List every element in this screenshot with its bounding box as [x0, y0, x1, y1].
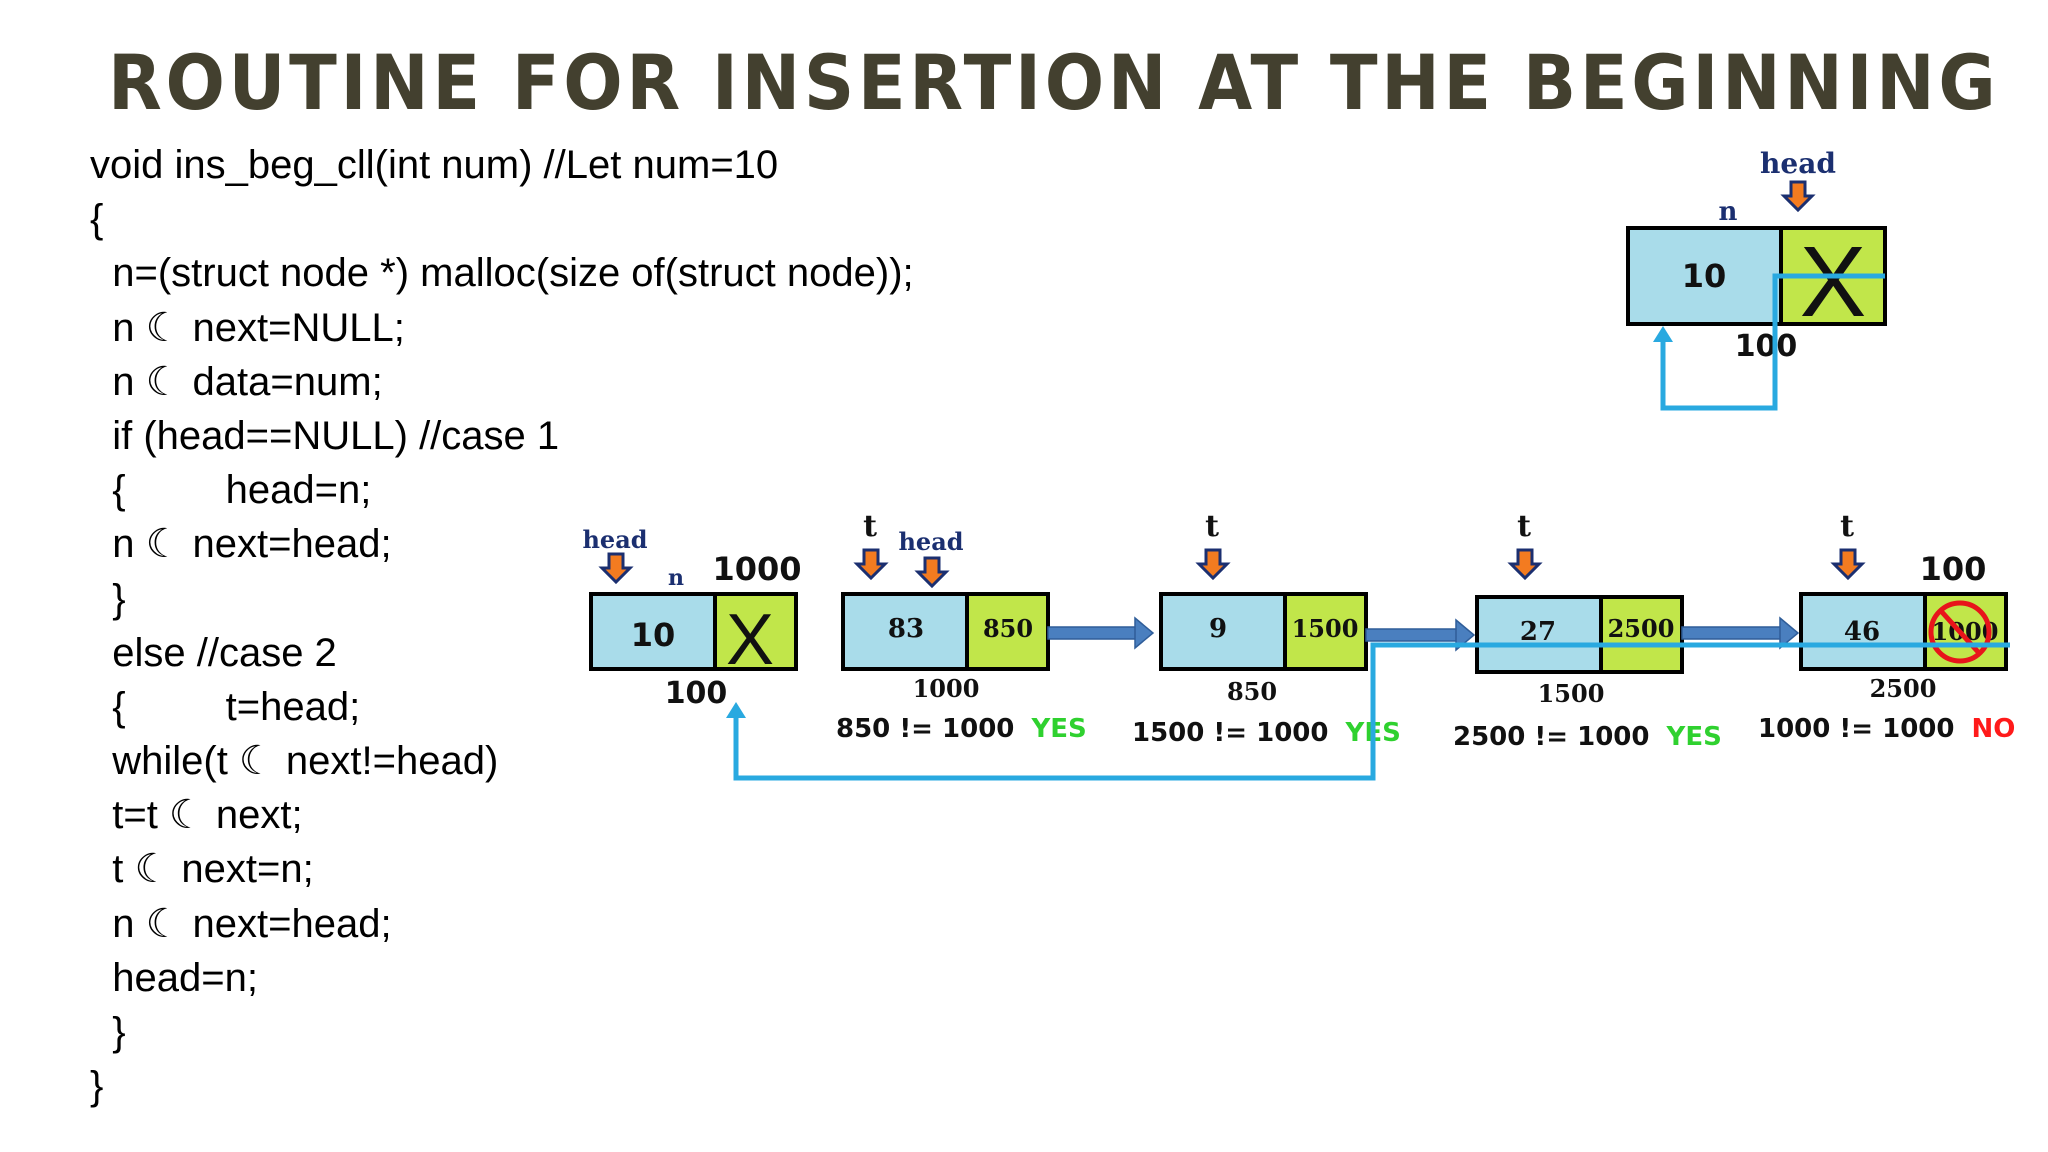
circular-link-line — [733, 642, 2010, 781]
code-line: n ☾ data=num; — [90, 359, 383, 404]
down-arrow-icon — [600, 552, 632, 584]
check-text: 2500 != 1000 — [1453, 722, 1649, 752]
t-pointer-label: t — [1517, 509, 1531, 544]
code-line: while(t ☾ next!=head) — [90, 739, 499, 784]
node-data-cell — [1626, 226, 1783, 326]
check-expression: 1000 != 1000 NO — [1758, 714, 2015, 744]
new-node-data: 10 — [631, 616, 676, 654]
code-line: { t=head; — [90, 684, 361, 729]
down-arrow-icon — [1782, 180, 1814, 212]
check-text: 850 != 1000 — [836, 714, 1014, 744]
down-arrow-icon — [1509, 548, 1541, 580]
head-pointer-label: head — [898, 527, 963, 556]
node-address: 100 — [1735, 329, 1798, 364]
node-next-cell — [713, 592, 798, 671]
node-address-top: 100 — [1920, 550, 1987, 588]
node-data-cell — [1799, 592, 1927, 671]
code-line: n ☾ next=head; — [90, 522, 392, 567]
node-next-value: 1500 — [1292, 614, 1359, 643]
code-line: t ☾ next=n; — [90, 847, 314, 892]
new-node-n-label: n — [668, 565, 684, 591]
new-node-head-label: head — [582, 525, 647, 554]
code-line: } — [90, 1010, 126, 1054]
new-node-address: 100 — [665, 676, 728, 711]
node-next-value: 2500 — [1608, 614, 1675, 643]
node-next-cell — [1599, 595, 1684, 674]
node-data-value: 83 — [888, 614, 924, 644]
check-text: 1000 != 1000 — [1758, 714, 1954, 744]
t-pointer-label: t — [1205, 509, 1219, 544]
check-result-no: NO — [1972, 714, 2016, 744]
code-line: t=t ☾ next; — [90, 793, 303, 838]
code-line: else //case 2 — [90, 630, 337, 675]
node-data-value: 9 — [1209, 614, 1227, 644]
check-expression: 1500 != 1000 YES — [1132, 718, 1401, 748]
code-line: n=(struct node *) malloc(size of(struct … — [90, 251, 914, 296]
code-line: void ins_beg_cll(int num) //Let num=10 — [90, 143, 779, 187]
new-node-address-top: 1000 — [712, 550, 801, 588]
code-line: { — [90, 197, 104, 242]
node-address: 1500 — [1538, 679, 1605, 708]
code-block: void ins_beg_cll(int num) //Let num=10 {… — [90, 138, 914, 1113]
check-expression: 2500 != 1000 YES — [1453, 722, 1722, 752]
t-pointer-label: t — [1840, 509, 1854, 544]
check-result-yes: YES — [1030, 714, 1086, 744]
check-expression: 850 != 1000 YES — [836, 714, 1087, 744]
null-marker: X — [726, 600, 774, 680]
down-arrow-icon — [855, 548, 887, 580]
node-data-value: 27 — [1520, 617, 1556, 647]
code-line: } — [90, 576, 126, 621]
down-arrow-icon — [1832, 548, 1864, 580]
self-link-line — [1660, 273, 1885, 411]
t-pointer-label: t — [863, 509, 877, 544]
case1-diagram: head n 10 X 100 — [1626, 147, 1887, 411]
node-address: 850 — [1227, 677, 1277, 706]
slide-title: ROUTINE FOR INSERTION AT THE BEGINNING — [108, 38, 2000, 127]
node-next-value: 850 — [983, 614, 1033, 643]
node-next-cell — [1923, 592, 2008, 671]
node-next-cell — [1283, 592, 1368, 671]
code-line: n ☾ next=NULL; — [90, 305, 405, 350]
code-line: } — [90, 1064, 104, 1109]
down-arrow-icon — [916, 556, 948, 588]
check-result-yes: YES — [1666, 722, 1722, 752]
node-data-value: 10 — [1682, 257, 1727, 295]
code-line: head=n; — [90, 955, 258, 1000]
case2-diagram: head n 1000 10 X 100 t head 83 850 1000 … — [582, 509, 2015, 781]
traversal-arrow — [1681, 616, 1800, 650]
check-text: 1500 != 1000 — [1132, 718, 1328, 748]
arrow-head-icon — [1653, 326, 1673, 342]
code-line: { head=n; — [90, 468, 372, 513]
node-address: 1000 — [913, 674, 980, 703]
case1-head-label: head — [1760, 147, 1836, 180]
node-data-value: 46 — [1844, 617, 1880, 647]
down-arrow-icon — [1197, 548, 1229, 580]
traversal-arrow — [1047, 616, 1155, 650]
code-line: n ☾ next=head; — [90, 901, 392, 946]
code-line: if (head==NULL) //case 1 — [90, 413, 560, 458]
arrow-head-icon — [726, 702, 746, 718]
case1-n-label: n — [1719, 197, 1738, 227]
node-address: 2500 — [1870, 674, 1937, 703]
null-marker: X — [1800, 226, 1867, 338]
node-data-cell — [589, 592, 717, 671]
